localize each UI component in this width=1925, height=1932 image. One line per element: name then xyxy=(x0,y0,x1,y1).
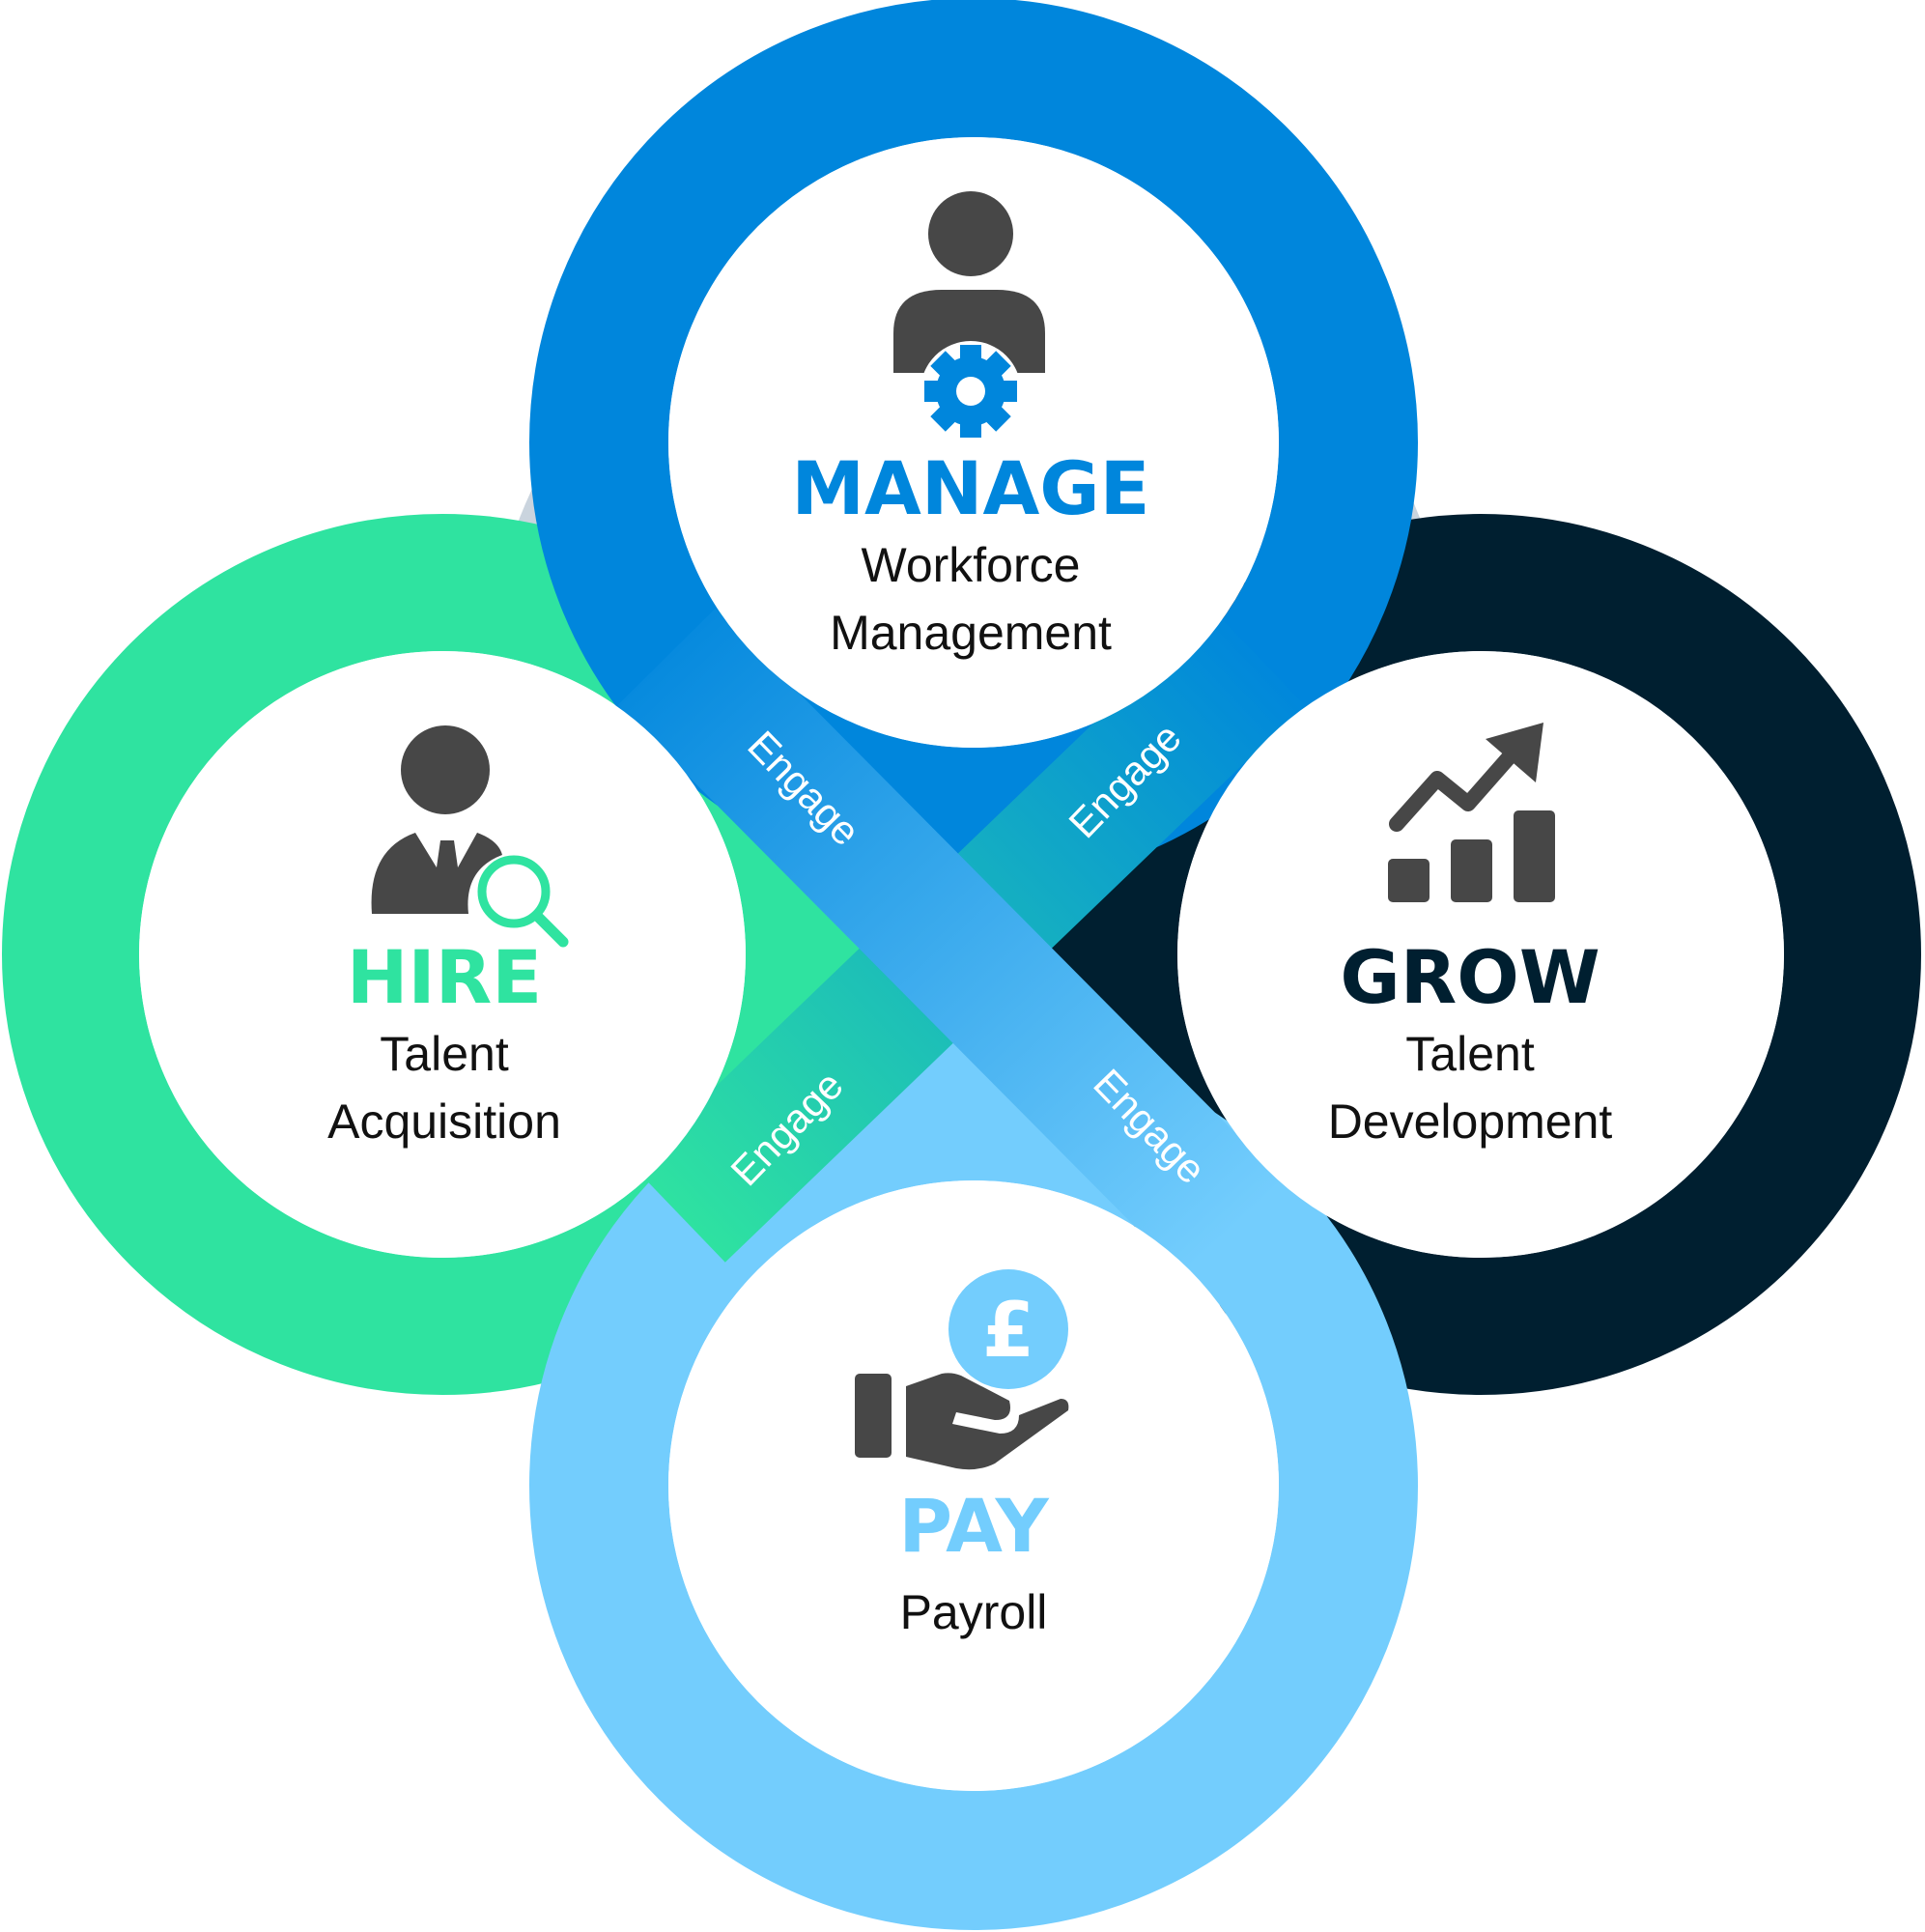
pay-line1: Payroll xyxy=(900,1585,1048,1639)
pay-disk xyxy=(668,1180,1279,1791)
hire-ring xyxy=(2,514,883,1395)
manage-label: MANAGE Workforce Management xyxy=(791,445,1149,660)
hire-line2: Acquisition xyxy=(327,1094,561,1149)
grow-ring xyxy=(1040,514,1921,1395)
grow-line2: Development xyxy=(1328,1094,1613,1149)
grow-label: GROW Talent Development xyxy=(1328,934,1613,1149)
pay-title: PAY xyxy=(898,1483,1049,1569)
hire-label: HIRE Talent Acquisition xyxy=(327,934,561,1149)
svg-text:£: £ xyxy=(982,1288,1034,1375)
manage-disk xyxy=(668,137,1279,748)
manage-ring xyxy=(529,0,1418,887)
pay-label: PAY Payroll xyxy=(898,1483,1049,1639)
grow-line1: Talent xyxy=(1405,1027,1535,1081)
manage-line1: Workforce xyxy=(862,538,1081,592)
growth-chart-icon xyxy=(1388,723,1555,902)
person-gear-icon xyxy=(893,191,1045,441)
manage-line2: Management xyxy=(830,606,1112,660)
grow-title: GROW xyxy=(1340,934,1599,1020)
pay-ring xyxy=(529,1041,1418,1930)
hire-title: HIRE xyxy=(347,934,542,1020)
hand-pound-coin-icon: £ xyxy=(855,1269,1069,1470)
hire-line1: Talent xyxy=(380,1027,509,1081)
hire-disk xyxy=(139,651,746,1258)
grow-disk xyxy=(1177,651,1784,1258)
manage-title: MANAGE xyxy=(791,445,1149,531)
person-magnifier-icon xyxy=(371,725,569,948)
engage-band-manage-to-pay xyxy=(617,608,1315,1310)
